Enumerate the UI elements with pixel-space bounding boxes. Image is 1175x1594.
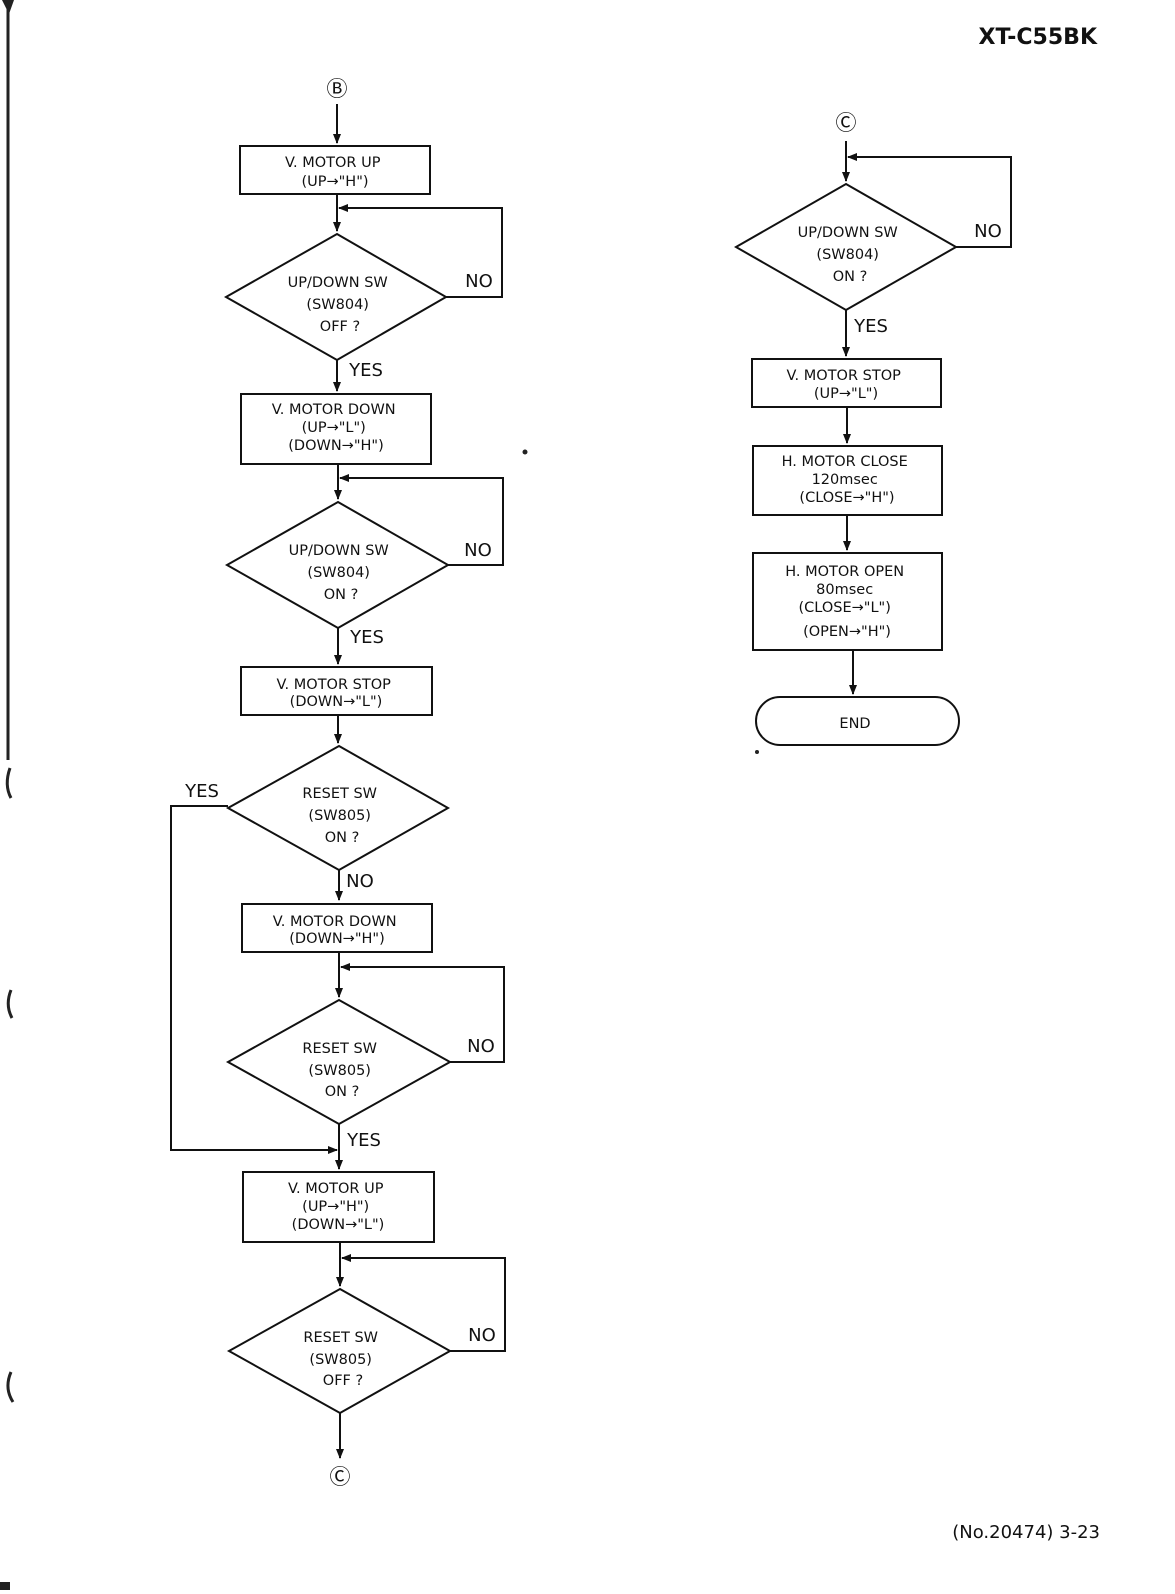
svg-text:H. MOTOR CLOSE 120msec: H. MOTOR CLOSE 120msec (CLOSE→"H") — [782, 454, 913, 506]
svg-text:V. MOTOR UP (UP→"H"): V. MOTOR UP (UP→"H") (DOWN→"L") — [288, 1181, 388, 1233]
branch-label-no: NO — [464, 540, 492, 561]
process-v-motor-down: V. MOTOR DOWN (UP→"L") (DOWN→"H") — [240, 393, 432, 465]
decision-reset-sw-on: RESET SW (SW805) ON ? — [225, 744, 451, 872]
branch-label-yes: YES — [349, 627, 384, 648]
process-v-motor-down-2: V. MOTOR DOWN (DOWN→"H") — [241, 903, 433, 953]
svg-text:V. MOTOR STOP (UP→"L"): V. MOTOR STOP (UP→"L") — [787, 368, 906, 402]
decision-reset-sw-on-2: RESET SW (SW805) ON ? — [225, 998, 453, 1126]
decision-updown-sw-off: UP/DOWN SW (SW804) OFF ? — [223, 232, 448, 362]
svg-text:V. MOTOR STOP (DOWN→"L"): V. MOTOR STOP (DOWN→"L") — [277, 677, 396, 710]
svg-text:V. MOTOR DOWN (UP→"L"): V. MOTOR DOWN (UP→"L") (DOWN→"H") — [272, 402, 401, 454]
decision-reset-sw-off: RESET SW (SW805) OFF ? — [226, 1287, 453, 1415]
connector-b-start: Ⓑ — [327, 77, 348, 101]
process-v-motor-stop-right: V. MOTOR STOP (UP→"L") — [751, 358, 942, 408]
svg-text:RESET SW (SW805) O: RESET SW (SW805) ON ? — [302, 786, 381, 846]
svg-text:UP/DOWN SW (SW804): UP/DOWN SW (SW804) OFF ? — [288, 275, 393, 335]
branch-label-yes: YES — [348, 360, 383, 381]
connector-c-offpage: Ⓒ — [330, 1465, 351, 1489]
connector-c-continue: Ⓒ — [836, 111, 857, 135]
branch-label-no: NO — [465, 271, 493, 292]
terminator-end: END — [755, 696, 960, 746]
process-v-motor-up: V. MOTOR UP (UP→"H") — [239, 145, 431, 195]
branch-label-no: NO — [346, 871, 374, 892]
svg-text:RESET SW (SW805) O: RESET SW (SW805) OFF ? — [303, 1330, 382, 1389]
svg-text:V. MOTOR DOWN (DOWN→"H"): V. MOTOR DOWN (DOWN→"H") — [273, 914, 402, 947]
branch-label-yes: YES — [346, 1130, 381, 1151]
branch-label-yes: YES — [184, 781, 219, 802]
branch-label-no: NO — [468, 1325, 496, 1346]
scan-speck — [522, 449, 528, 455]
margin-binding-marks — [0, 0, 15, 1590]
svg-text:V. MOTOR UP (UP→"H"): V. MOTOR UP (UP→"H") — [285, 155, 385, 190]
branch-label-yes: YES — [853, 316, 888, 337]
process-v-motor-up-2: V. MOTOR UP (UP→"H") (DOWN→"L") — [242, 1171, 435, 1243]
svg-text:RESET SW (SW805) O: RESET SW (SW805) ON ? — [302, 1041, 381, 1100]
svg-text:UP/DOWN SW (SW804): UP/DOWN SW (SW804) ON ? — [798, 225, 903, 285]
decision-updown-sw-on-right: UP/DOWN SW (SW804) ON ? — [733, 182, 959, 312]
page-number: (No.20474) 3-23 — [952, 1522, 1100, 1543]
svg-text:UP/DOWN SW (SW804): UP/DOWN SW (SW804) ON ? — [289, 543, 394, 603]
svg-text:END: END — [839, 716, 870, 732]
model-number: XT-C55BK — [979, 25, 1098, 50]
svg-text:H. MOTOR OPEN 80msec: H. MOTOR OPEN 80msec (CLOSE→"L") (OPEN→"… — [785, 564, 909, 640]
branch-label-no: NO — [467, 1036, 495, 1057]
process-v-motor-stop: V. MOTOR STOP (DOWN→"L") — [240, 666, 433, 716]
scan-speck — [755, 750, 759, 754]
process-h-motor-close: H. MOTOR CLOSE 120msec (CLOSE→"H") — [752, 445, 943, 516]
decision-updown-sw-on: UP/DOWN SW (SW804) ON ? — [224, 500, 451, 630]
branch-label-no: NO — [974, 221, 1002, 242]
process-h-motor-open: H. MOTOR OPEN 80msec (CLOSE→"L") (OPEN→"… — [752, 552, 943, 651]
